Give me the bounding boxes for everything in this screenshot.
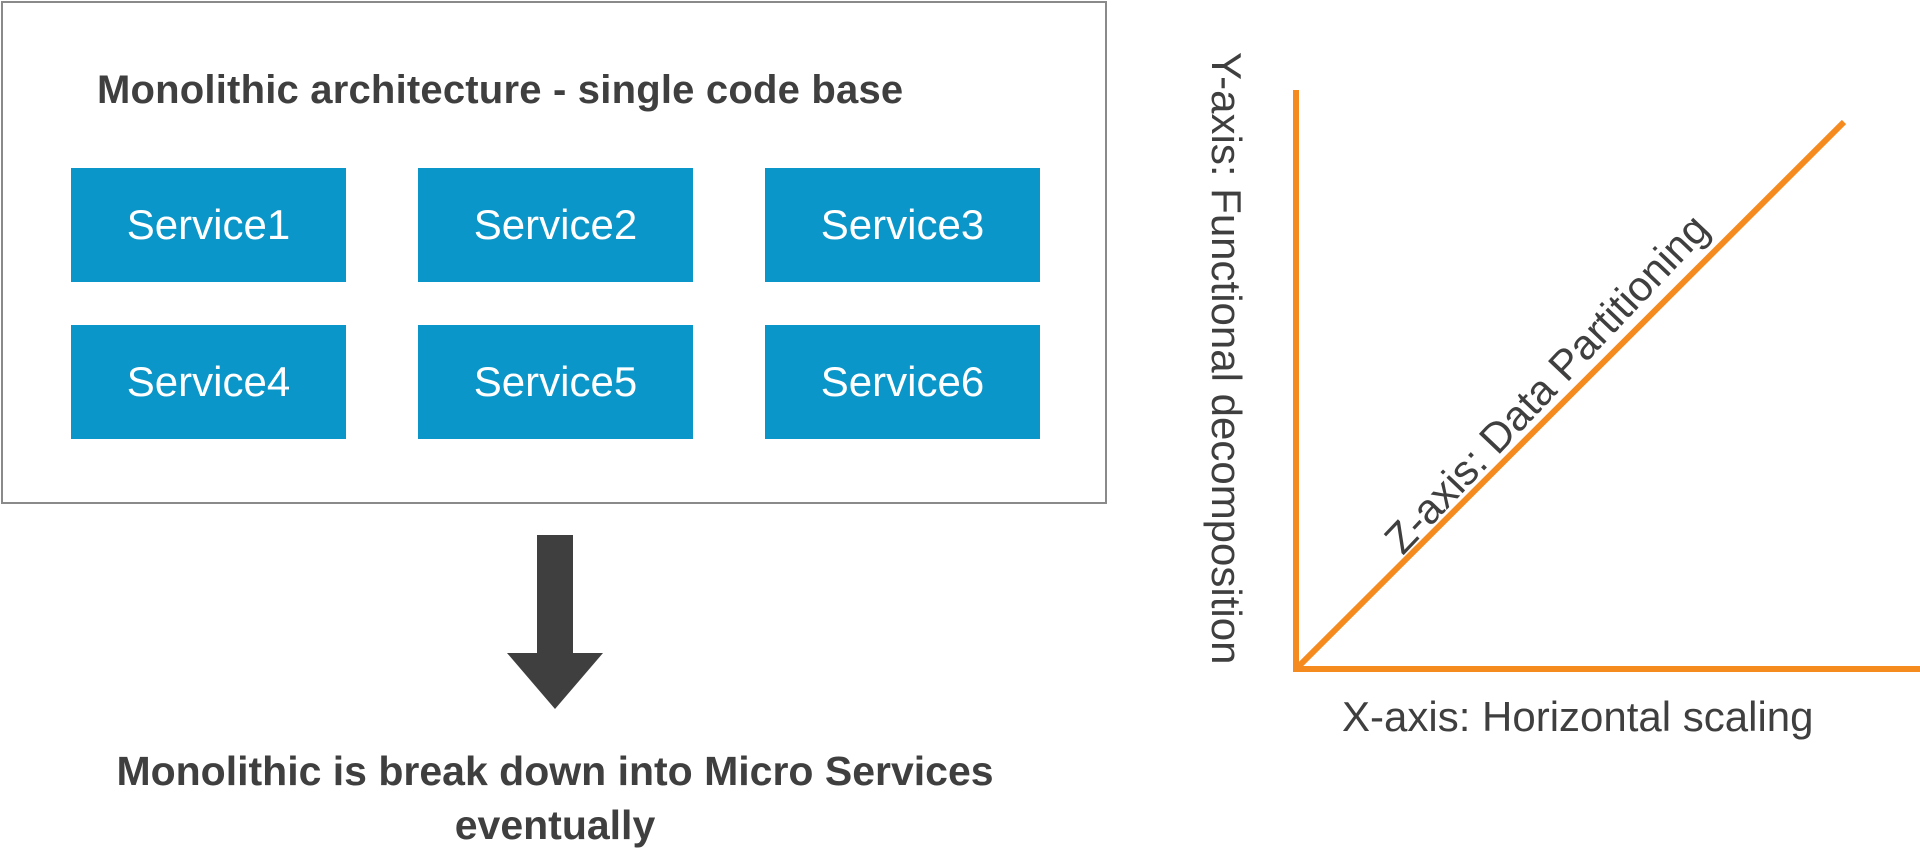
service-box-3: Service3 [765, 168, 1040, 282]
x-axis-label: X-axis: Horizontal scaling [1342, 693, 1814, 740]
service-box-1: Service1 [71, 168, 346, 282]
service-box-5: Service5 [418, 325, 693, 439]
bottom-caption: Monolithic is break down into Micro Serv… [40, 744, 1070, 852]
caption-line-2: eventually [454, 802, 656, 848]
service-box-6: Service6 [765, 325, 1040, 439]
z-axis-line [1293, 119, 1847, 672]
service-box-2: Service2 [418, 168, 693, 282]
service-box-4: Service4 [71, 325, 346, 439]
monolith-title: Monolithic architecture - single code ba… [97, 68, 904, 112]
down-arrow-icon [507, 535, 603, 709]
caption-line-1: Monolithic is break down into Micro Serv… [116, 748, 994, 794]
y-axis-label: Y-axis: Functional decomposition [1203, 52, 1250, 665]
